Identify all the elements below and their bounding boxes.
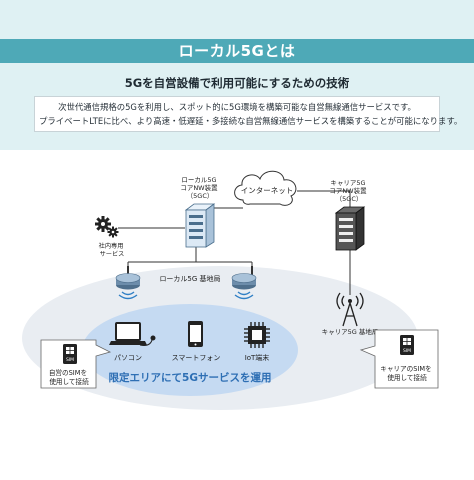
smartphone-icon [188, 321, 203, 347]
title-bar [0, 39, 474, 63]
description-line-2: プライベートLTEに比べ、より高速・低遅延・多接続な自営無線通信サービスを構築す… [39, 116, 463, 126]
carrier-core-server-icon [334, 206, 366, 251]
carrier-sim-card-icon [400, 335, 414, 355]
local-core-label: ローカル5G コアNW装置 （5GC） [180, 176, 219, 200]
carrier-base-station-label: キャリア5G 基地局 [322, 327, 379, 336]
base-station-left-icon [115, 266, 141, 300]
page-subtitle: 5Gを自営設備で利用可能にするための技術 [124, 76, 350, 90]
own-sim-icon-label: SIM [66, 357, 74, 363]
carrier-sim-callout-text: キャリアのSIMを 使用して接続 [380, 365, 434, 382]
carrier-sim-icon-label: SIM [403, 348, 411, 354]
base-station-right-icon [231, 266, 257, 300]
internet-label: インターネット [241, 186, 294, 195]
laptop-icon [109, 322, 156, 346]
description-box: 次世代通信規格の5Gを利用し、スポット的に5G環境を構築可能な自営無線通信サービ… [34, 96, 463, 132]
iot-chip-icon [244, 322, 270, 348]
antenna-tower-icon [336, 292, 364, 327]
carrier-core-label: キャリア5G コアNW装置 （5GC） [329, 179, 368, 203]
sim-card-icon [63, 344, 77, 364]
internet-cloud-icon [234, 170, 297, 206]
page-title: ローカル5Gとは [178, 42, 296, 60]
pc-label: パソコン [114, 354, 142, 362]
smartphone-label: スマートフォン [172, 354, 221, 362]
carrier-sim-callout [359, 329, 439, 389]
gears-icon [95, 216, 119, 238]
local-core-server-icon [184, 203, 216, 248]
iot-label: IoT端末 [245, 353, 270, 362]
internal-service-label: 社内専用 サービス [99, 242, 126, 258]
area-caption: 限定エリアにて5Gサービスを運用 [109, 371, 272, 384]
local-base-station-label: ローカル5G 基地局 [159, 274, 220, 283]
description-line-1: 次世代通信規格の5Gを利用し、スポット的に5G環境を構築可能な自営無線通信サービ… [58, 102, 416, 112]
own-sim-callout-text: 自営のSIMを 使用して接続 [49, 368, 89, 386]
